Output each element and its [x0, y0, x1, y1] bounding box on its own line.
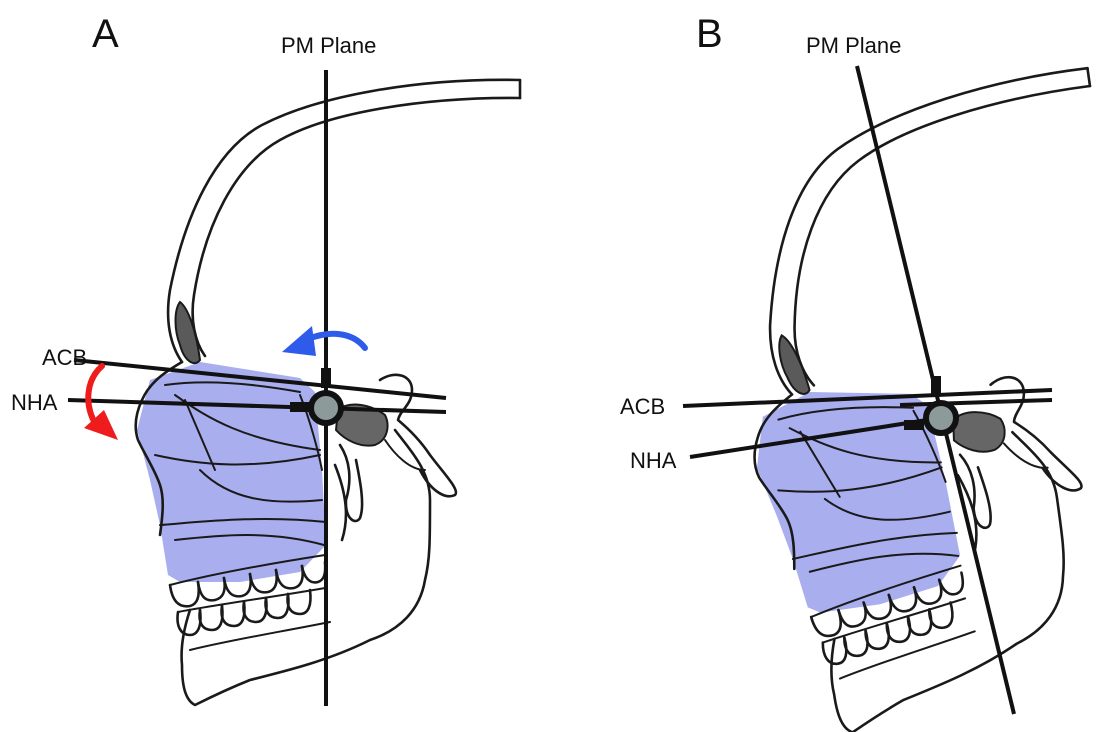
pm-plane-label-a: PM Plane: [281, 33, 376, 58]
horizontal-line-b: [900, 400, 1052, 405]
panel-letter-a: A: [92, 12, 119, 56]
panel-letter-b: B: [696, 12, 723, 56]
counterclockwise-rotation-arrow-icon: [282, 326, 365, 356]
pm-plane-label-b: PM Plane: [806, 33, 901, 58]
right-angle-marker-a: [321, 368, 331, 388]
right-angle-marker-b: [931, 376, 941, 396]
pivot-point-a: [311, 393, 341, 423]
nha-label-a: NHA: [11, 390, 58, 415]
pivot-point-b: [926, 403, 956, 433]
acb-label-b: ACB: [620, 394, 665, 419]
skull-illustration-b: [707, 68, 1118, 732]
panel-a: A PM Plane ACB NHA: [11, 12, 520, 706]
nha-label-b: NHA: [630, 448, 677, 473]
panel-b: B PM Plane ACB NHA: [620, 12, 1118, 732]
acb-label-a: ACB: [42, 345, 87, 370]
